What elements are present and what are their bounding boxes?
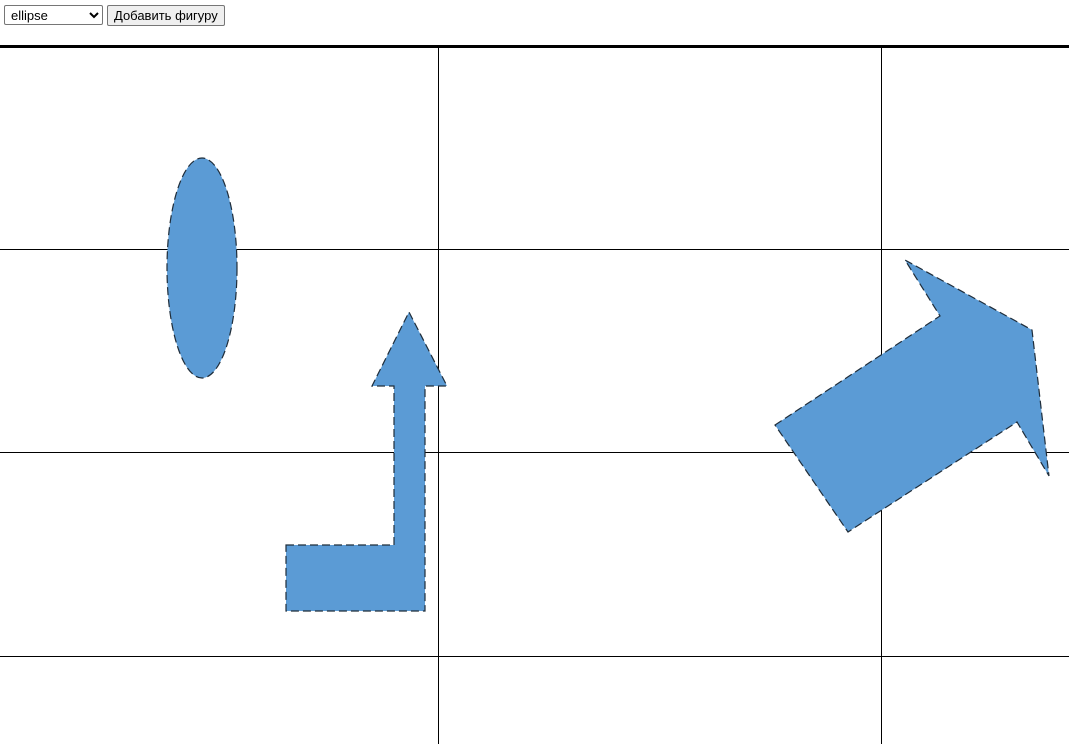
toolbar: ellipse Добавить фигуру (4, 4, 225, 26)
ellipse-shape[interactable] (166, 157, 238, 379)
canvas-svg[interactable] (0, 45, 1069, 744)
add-shape-button[interactable]: Добавить фигуру (107, 4, 225, 26)
bent-arrow-shape[interactable] (285, 310, 448, 612)
arrow-shape[interactable] (774, 258, 1050, 533)
shape-type-select[interactable]: ellipse (4, 5, 103, 25)
drawing-canvas[interactable] (0, 45, 1069, 744)
canvas-top-border (0, 45, 1069, 48)
